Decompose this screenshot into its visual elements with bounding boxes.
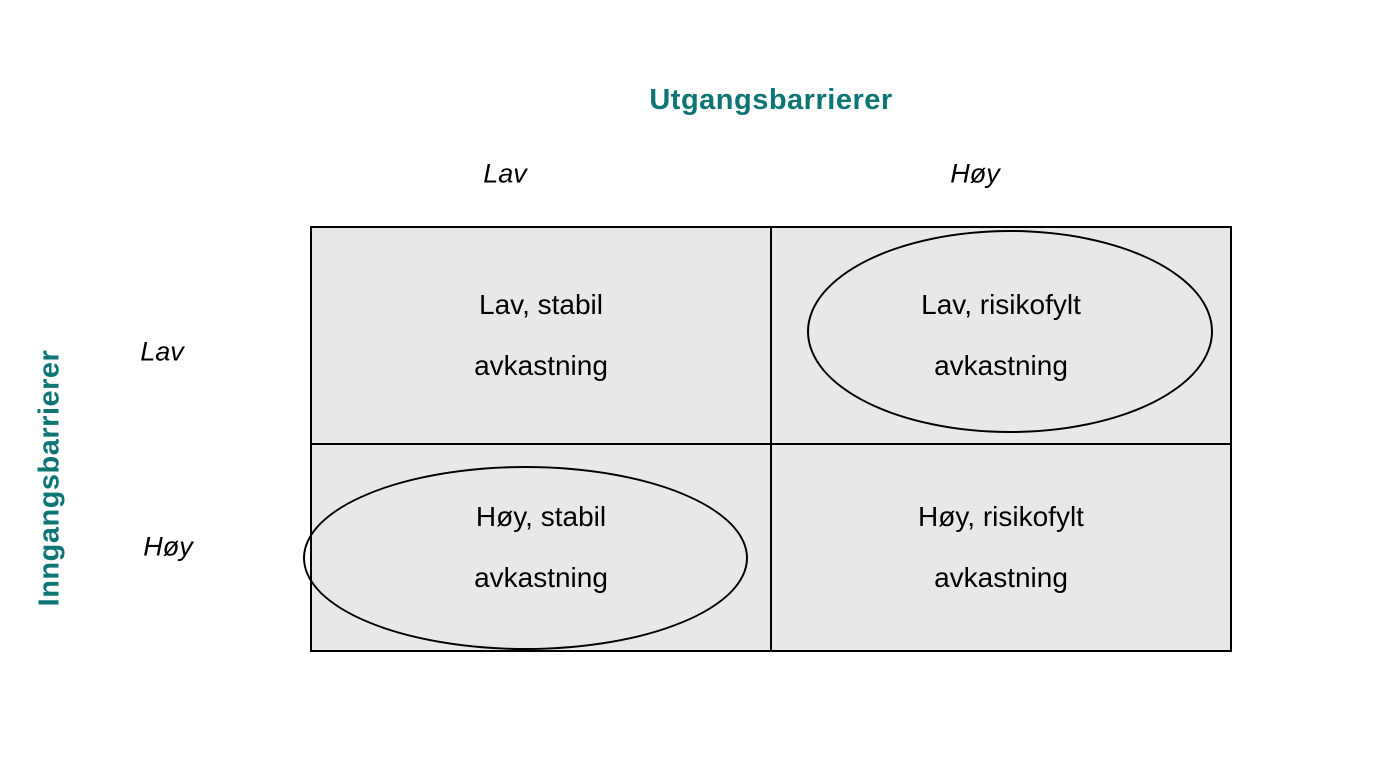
column-label-low: Lav: [483, 158, 527, 189]
cell-high-entry-high-exit: Høy, risikofylt avkastning: [772, 445, 1230, 650]
cell-text-line: avkastning: [474, 349, 608, 381]
cell-high-entry-low-exit: Høy, stabil avkastning: [312, 445, 772, 650]
cell-text-line: Lav, risikofylt: [921, 289, 1081, 321]
matrix-grid: Lav, stabil avkastning Lav, risikofylt a…: [310, 226, 1232, 652]
row-label-high: Høy: [143, 531, 193, 562]
cell-text-line: avkastning: [934, 349, 1068, 381]
axis-title-entry-barriers: Inngangsbarrierer: [33, 349, 66, 607]
column-label-high: Høy: [950, 158, 1000, 189]
cell-text-line: avkastning: [474, 561, 608, 593]
row-label-low: Lav: [140, 336, 184, 367]
cell-low-entry-high-exit: Lav, risikofylt avkastning: [772, 228, 1230, 445]
cell-text-line: avkastning: [934, 561, 1068, 593]
axis-title-exit-barriers: Utgangsbarrierer: [649, 84, 893, 116]
cell-low-entry-low-exit: Lav, stabil avkastning: [312, 228, 772, 445]
cell-text-line: Høy, stabil: [475, 501, 607, 533]
cell-text-line: Høy, risikofylt: [918, 501, 1084, 533]
cell-text-line: Lav, stabil: [479, 289, 603, 321]
